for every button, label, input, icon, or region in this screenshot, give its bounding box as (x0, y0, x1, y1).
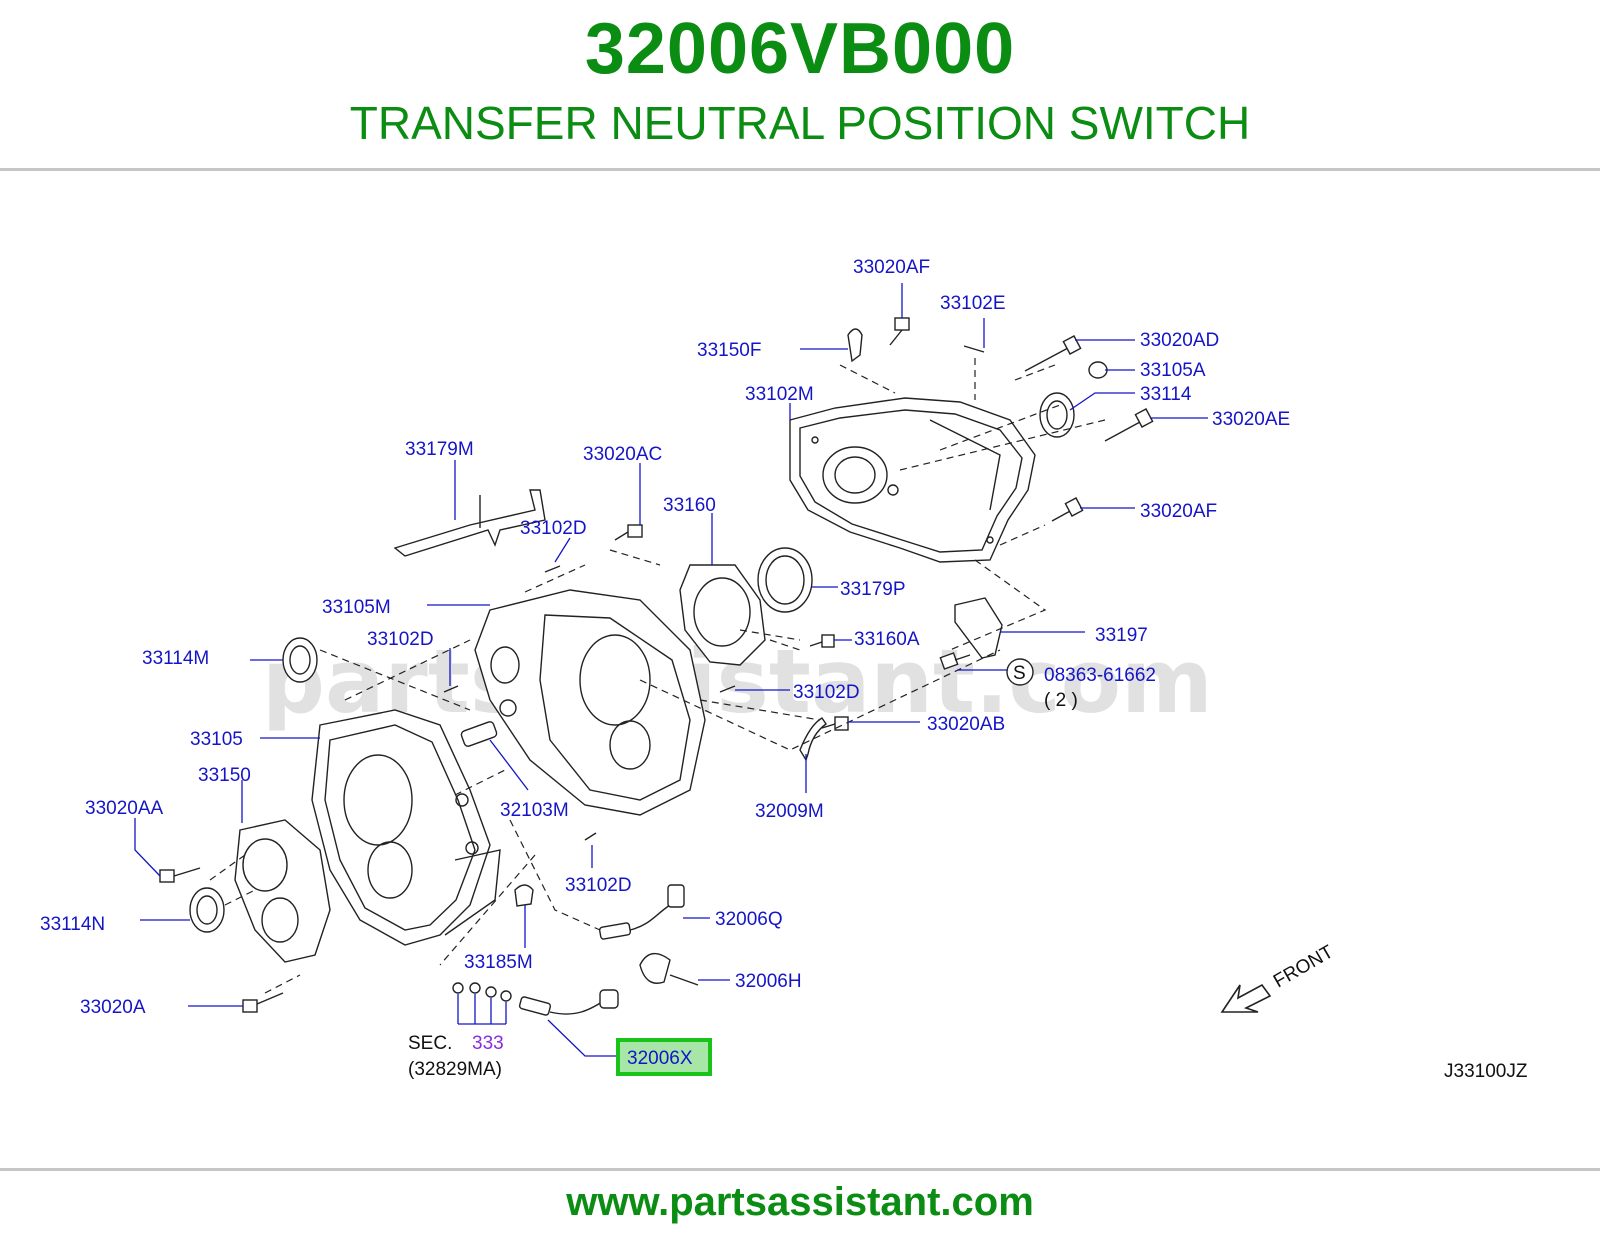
highlight-box (616, 1038, 712, 1076)
label-33179P[interactable]: 33179P (840, 579, 906, 600)
o-rings-drawing (452, 982, 512, 1002)
bracket-33197-drawing (954, 597, 1003, 659)
highlighted-part-32006X[interactable]: 32006X (616, 1038, 712, 1076)
section-prefix: SEC. (408, 1033, 452, 1054)
bracket-32009M-drawing (799, 717, 827, 762)
label-33102D-c[interactable]: 33102D (793, 682, 860, 703)
front-arrow-icon (1220, 983, 1272, 1013)
adapter-case-drawing (474, 589, 706, 816)
screw-symbol-circle (1006, 658, 1034, 686)
label-08363-61662[interactable]: 08363-61662 (1044, 665, 1156, 686)
bolt-33020AF-mid-drawing (1051, 497, 1084, 522)
bolt-33020AE-drawing (1104, 408, 1154, 442)
section-link-333[interactable]: 333 (472, 1033, 504, 1054)
pin-33102D-a-drawing (544, 565, 561, 573)
leader-lines (134, 283, 1208, 1057)
pin-33102D-b-drawing (443, 685, 459, 693)
label-33020AF-top[interactable]: 33020AF (853, 257, 930, 278)
bolt-33020AA-drawing (159, 867, 201, 883)
front-indicator: FRONT (1220, 941, 1338, 1013)
label-32006H[interactable]: 32006H (735, 971, 802, 992)
sensor-32006X-drawing (518, 989, 619, 1016)
label-33020AE[interactable]: 33020AE (1212, 409, 1290, 430)
label-33197[interactable]: 33197 (1095, 625, 1148, 646)
label-33160A[interactable]: 33160A (854, 629, 920, 650)
sensor-32006Q-drawing (598, 884, 685, 940)
seal-33114-drawing (1039, 392, 1075, 438)
seal-33114N-drawing (189, 887, 225, 933)
label-33150F[interactable]: 33150F (697, 340, 761, 361)
label-32009M[interactable]: 32009M (755, 801, 824, 822)
label-33179M[interactable]: 33179M (405, 439, 474, 460)
label-33020AF-mid[interactable]: 33020AF (1140, 501, 1217, 522)
label-33020AA[interactable]: 33020AA (85, 798, 164, 819)
part-name-subtitle: TRANSFER NEUTRAL POSITION SWITCH (349, 97, 1251, 149)
label-33102M[interactable]: 33102M (745, 384, 814, 405)
label-33114N[interactable]: 33114N (40, 914, 105, 935)
page-header: 32006VB000 TRANSFER NEUTRAL POSITION SWI… (0, 0, 1600, 170)
label-33105A[interactable]: 33105A (1140, 360, 1206, 381)
part-number-title: 32006VB000 (584, 9, 1016, 89)
seal-33114M-drawing (282, 637, 318, 683)
label-32006X[interactable]: 32006X (627, 1048, 693, 1069)
front-label: FRONT (1270, 941, 1338, 992)
footer-url-link[interactable]: www.partsassistant.com (566, 1180, 1034, 1224)
label-32006Q[interactable]: 32006Q (715, 909, 783, 930)
pin-33102D-d-drawing (584, 832, 597, 841)
label-33020AB[interactable]: 33020AB (927, 714, 1005, 735)
label-33102D-b[interactable]: 33102D (367, 629, 434, 650)
label-33020AD[interactable]: 33020AD (1140, 330, 1219, 351)
bolt-33160A-drawing (809, 634, 835, 648)
label-33105M[interactable]: 33105M (322, 597, 391, 618)
screw-quantity: ( 2 ) (1044, 690, 1078, 711)
label-33102E[interactable]: 33102E (940, 293, 1006, 314)
footer-divider (0, 1168, 1600, 1171)
front-case-drawing (311, 709, 501, 946)
label-33160[interactable]: 33160 (663, 495, 716, 516)
clip-32006H-drawing (639, 952, 699, 986)
plug-33185M-drawing (514, 884, 534, 907)
label-33020AC[interactable]: 33020AC (583, 444, 662, 465)
label-33150[interactable]: 33150 (198, 765, 251, 786)
part-labels: 33020AF 33102E 33020AD 33150F 33105A 331… (40, 257, 1290, 1018)
label-33114M[interactable]: 33114M (142, 648, 209, 669)
label-33102D-d[interactable]: 33102D (565, 875, 632, 896)
cover-33150-drawing (234, 819, 331, 963)
label-33102D-a[interactable]: 33102D (520, 518, 587, 539)
label-32103M[interactable]: 32103M (500, 800, 569, 821)
bracket-33150F-drawing (847, 328, 863, 363)
pin-33102E-drawing (963, 345, 985, 353)
label-33105[interactable]: 33105 (190, 729, 243, 750)
bolt-33020AC-drawing (614, 524, 643, 541)
screw-08363-drawing (939, 652, 971, 670)
rear-case-drawing (789, 397, 1036, 563)
assembly-dash-lines (209, 358, 1106, 994)
shaft-32103M-drawing (460, 721, 498, 747)
lever-33179M-drawing (393, 489, 546, 557)
screw-symbol: S (1013, 663, 1026, 684)
label-33185M[interactable]: 33185M (464, 952, 533, 973)
label-33020A[interactable]: 33020A (80, 997, 146, 1018)
bolt-33020A-drawing (242, 992, 284, 1013)
pin-33102D-c-drawing (719, 685, 736, 693)
header-divider (0, 168, 1600, 171)
bolt-33020AF-top-drawing (889, 317, 910, 346)
plug-33105A-drawing (1088, 361, 1108, 379)
section-sub: (32829MA) (408, 1059, 502, 1080)
section-reference: SEC. 333 (32829MA) (408, 1033, 504, 1080)
label-33114[interactable]: 33114 (1140, 384, 1192, 405)
screw-reference: S 08363-61662 ( 2 ) (1006, 658, 1156, 711)
diagram-code: J33100JZ (1444, 1061, 1528, 1082)
cover-33160-drawing (679, 564, 766, 666)
